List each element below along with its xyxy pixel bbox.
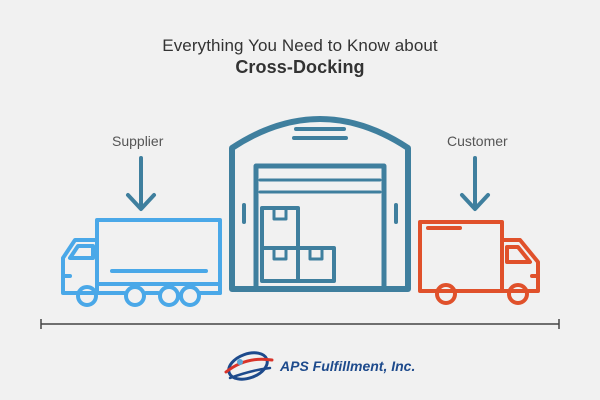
delivery-van-icon (418, 220, 540, 305)
customer-arrow-icon (460, 156, 490, 211)
title-line-1: Everything You Need to Know about (162, 36, 438, 55)
supplier-arrow-icon (126, 156, 156, 211)
logo-text: APS Fulfillment, Inc. (280, 358, 416, 374)
ground-line (40, 319, 560, 329)
aps-swoosh-logo (224, 351, 274, 381)
delivery-truck-icon (61, 218, 222, 307)
customer-label: Customer (447, 133, 508, 149)
supplier-label: Supplier (112, 133, 164, 149)
warehouse-icon (229, 116, 411, 292)
title-line-2: Cross-Docking (235, 57, 365, 77)
